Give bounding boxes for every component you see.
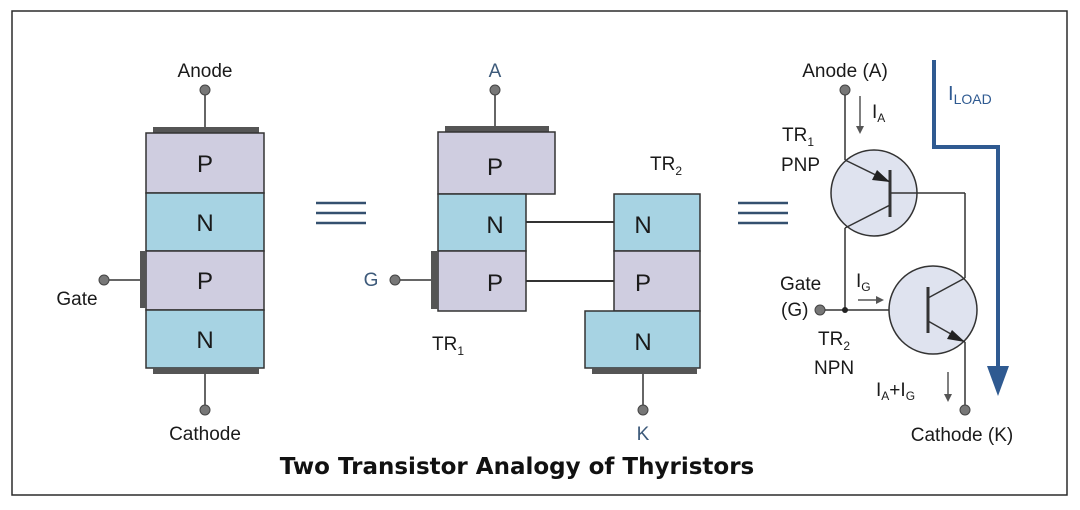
middle-anode-contact xyxy=(445,126,549,132)
tr2-label: TR2 xyxy=(650,154,682,178)
circuit-gate-terminal xyxy=(814,304,826,316)
ig-arrowhead xyxy=(876,296,884,304)
circuit-tr1-label: TR1 xyxy=(782,125,814,149)
sum-arrowhead xyxy=(944,394,952,402)
ia-arrowhead xyxy=(856,126,864,134)
tr2-n2-layer xyxy=(584,310,701,369)
ia-label: IA xyxy=(872,102,885,125)
tr2-collector xyxy=(927,277,966,299)
middle-gate-contact xyxy=(431,251,438,309)
middle-anode-terminal xyxy=(489,84,501,96)
transistor-circuit: Anode (A) IA TR1 PNP Gate (G) IG TR2 NPN xyxy=(780,60,1013,446)
circuit-gate-label-line1: Gate xyxy=(780,274,821,295)
circuit-cathode-terminal xyxy=(959,404,971,416)
outer-frame xyxy=(11,10,1068,496)
tr1-n-label: N xyxy=(486,212,503,239)
tr2-emitter-arrow xyxy=(947,330,965,342)
middle-cathode-contact xyxy=(592,368,697,374)
middle-anode-label: A xyxy=(489,61,502,82)
middle-gate-terminal xyxy=(389,274,401,286)
tr2-p-label: P xyxy=(635,270,651,297)
cathode-terminal xyxy=(199,404,211,416)
anode-terminal xyxy=(199,84,211,96)
ig-label: IG xyxy=(856,271,871,294)
tr2-n-layer xyxy=(613,193,701,252)
layer-n1 xyxy=(145,192,265,252)
layer-n2-label: N xyxy=(196,327,213,354)
anode-label: Anode xyxy=(178,61,233,82)
ia-plus-ig-label: IA+IG xyxy=(876,380,915,403)
iload-label: ILOAD xyxy=(948,83,992,107)
tr1-p-label: P xyxy=(487,154,503,181)
load-current-path xyxy=(932,60,1000,372)
cathode-label: Cathode xyxy=(169,424,241,445)
layer-p1-label: P xyxy=(197,151,213,178)
circuit-anode-terminal xyxy=(839,84,851,96)
gate-label: Gate xyxy=(56,289,97,310)
circuit-cathode-label: Cathode (K) xyxy=(911,425,1013,446)
circuit-anode-label: Anode (A) xyxy=(802,61,888,82)
tr2-type-label: NPN xyxy=(814,358,854,379)
middle-cathode-terminal xyxy=(637,404,649,416)
two-transistor-structure: A P N P G TR1 TR2 N P N K xyxy=(364,61,701,445)
gate-terminal xyxy=(98,274,110,286)
tr1-p2-label: P xyxy=(487,270,503,297)
tr1-label: TR1 xyxy=(432,334,464,358)
tr2-npn-symbol xyxy=(888,265,978,355)
equivalence-symbol-1 xyxy=(316,201,366,225)
tr2-p-layer xyxy=(613,250,701,312)
tr1-p-layer xyxy=(437,131,556,195)
equivalence-symbol-2 xyxy=(738,201,788,225)
layer-n2 xyxy=(145,309,265,369)
tr2-n-label: N xyxy=(634,212,651,239)
tr1-n-layer xyxy=(437,193,527,252)
tr1-p2-layer xyxy=(437,250,527,312)
circuit-gate-label-line2: (G) xyxy=(781,300,808,321)
tr1-emitter-arrow xyxy=(872,170,890,182)
tr1-type-label: PNP xyxy=(781,155,820,176)
layer-n1-label: N xyxy=(196,210,213,237)
tr1-collector xyxy=(844,204,891,229)
layer-p2 xyxy=(145,250,265,311)
diagram-title: Two Transistor Analogy of Thyristors xyxy=(280,454,755,480)
circuit-tr2-label: TR2 xyxy=(818,329,850,353)
load-current-arrowhead xyxy=(987,366,1009,396)
middle-gate-label: G xyxy=(364,270,379,291)
pnpn-structure: Anode P N P N Gate Cathode xyxy=(56,61,265,445)
middle-cathode-label: K xyxy=(637,424,650,445)
layer-p2-label: P xyxy=(197,268,213,295)
tr2-n2-label: N xyxy=(634,329,651,356)
layer-p1 xyxy=(145,132,265,194)
anode-contact xyxy=(153,127,259,133)
gate-junction xyxy=(842,307,848,313)
cathode-contact xyxy=(153,368,259,374)
gate-contact xyxy=(140,251,146,308)
